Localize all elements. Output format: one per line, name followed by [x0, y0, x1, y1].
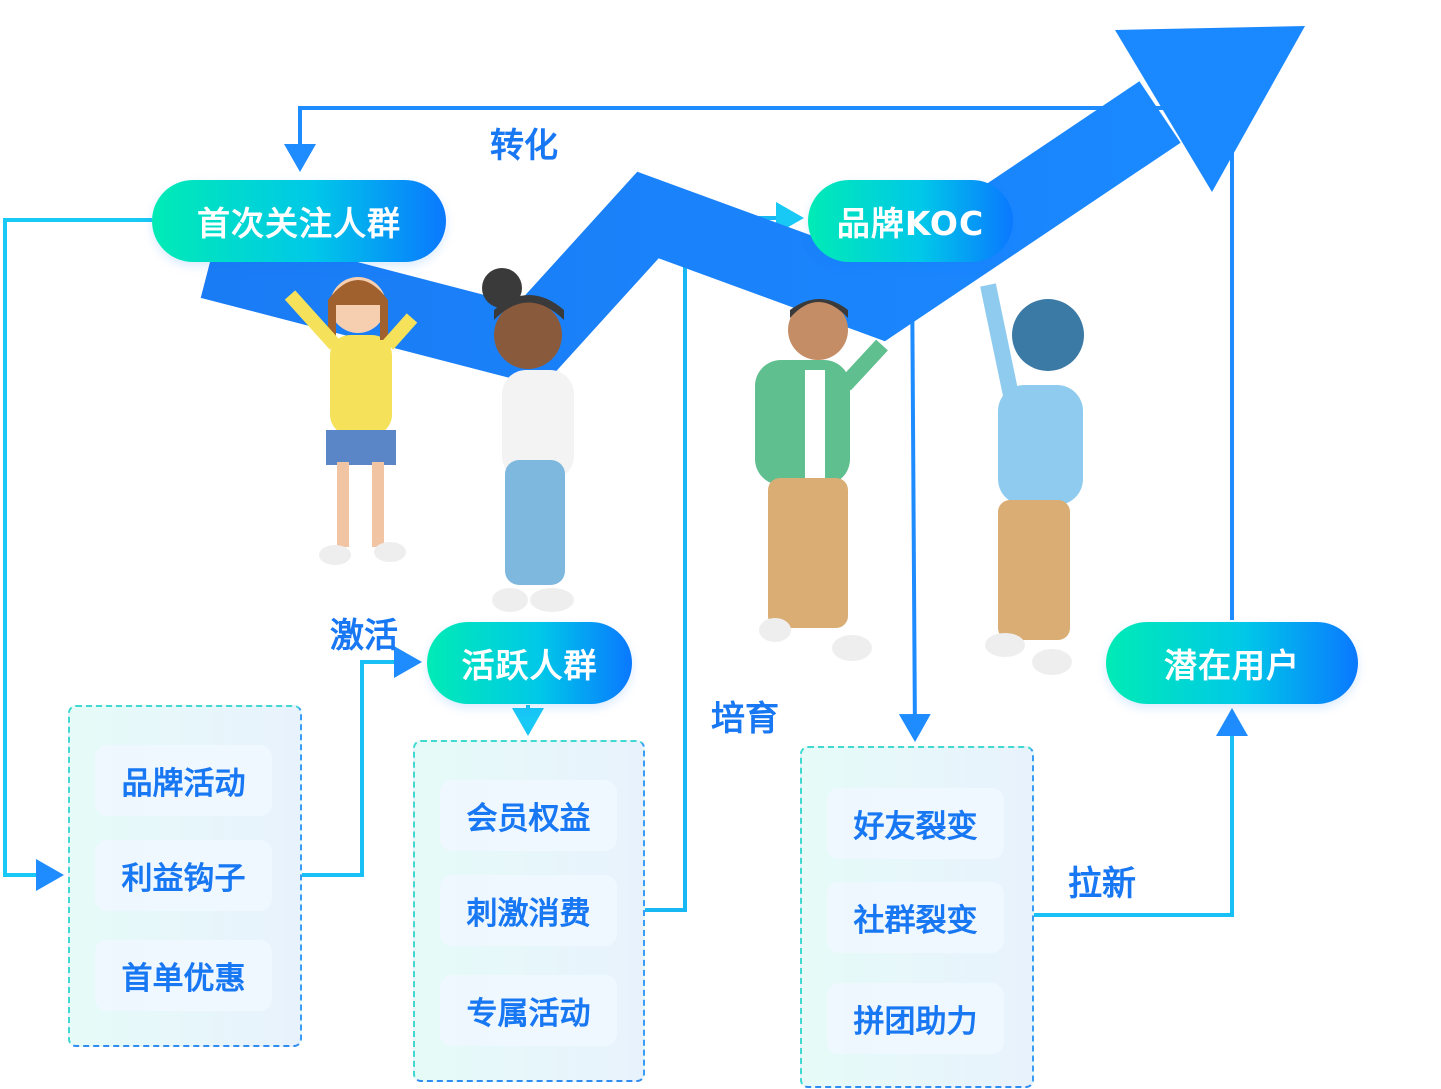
edge-label-convert: 转化	[490, 126, 558, 166]
group-fission: 好友裂变 社群裂变 拼团助力	[800, 746, 1034, 1088]
connector-acquire	[1033, 708, 1248, 917]
group-item: 拼团助力	[827, 983, 1004, 1054]
node-potential: 潜在用户	[1106, 622, 1358, 704]
group-item: 社群裂变	[827, 882, 1004, 953]
group-item: 首单优惠	[95, 940, 272, 1011]
connector-convert	[284, 106, 1234, 620]
edge-label-acquire: 拉新	[1068, 864, 1136, 904]
node-first-follow: 首次关注人群	[152, 180, 446, 262]
edge-label-nurture: 培育	[711, 699, 779, 739]
group-item: 利益钩子	[95, 840, 272, 911]
edge-label-activate: 激活	[330, 616, 398, 656]
node-brand-koc: 品牌KOC	[808, 180, 1013, 262]
connector-koc-to-fission	[898, 261, 931, 742]
group-item: 专属活动	[440, 975, 617, 1046]
group-hooks: 品牌活动 利益钩子 首单优惠	[68, 705, 302, 1047]
connector-first-to-hooks	[3, 218, 152, 891]
group-item: 会员权益	[440, 780, 617, 851]
person-girl-yellow-icon	[284, 277, 418, 565]
person-man-green-icon	[755, 299, 888, 661]
person-boy-white-icon	[482, 268, 574, 612]
group-item: 刺激消费	[440, 875, 617, 946]
node-active: 活跃人群	[427, 622, 632, 704]
connector-activate	[300, 646, 422, 877]
person-man-blue-icon	[980, 283, 1084, 675]
group-item: 好友裂变	[827, 788, 1004, 859]
group-item: 品牌活动	[95, 745, 272, 816]
group-retention: 会员权益 刺激消费 专属活动	[413, 740, 645, 1082]
